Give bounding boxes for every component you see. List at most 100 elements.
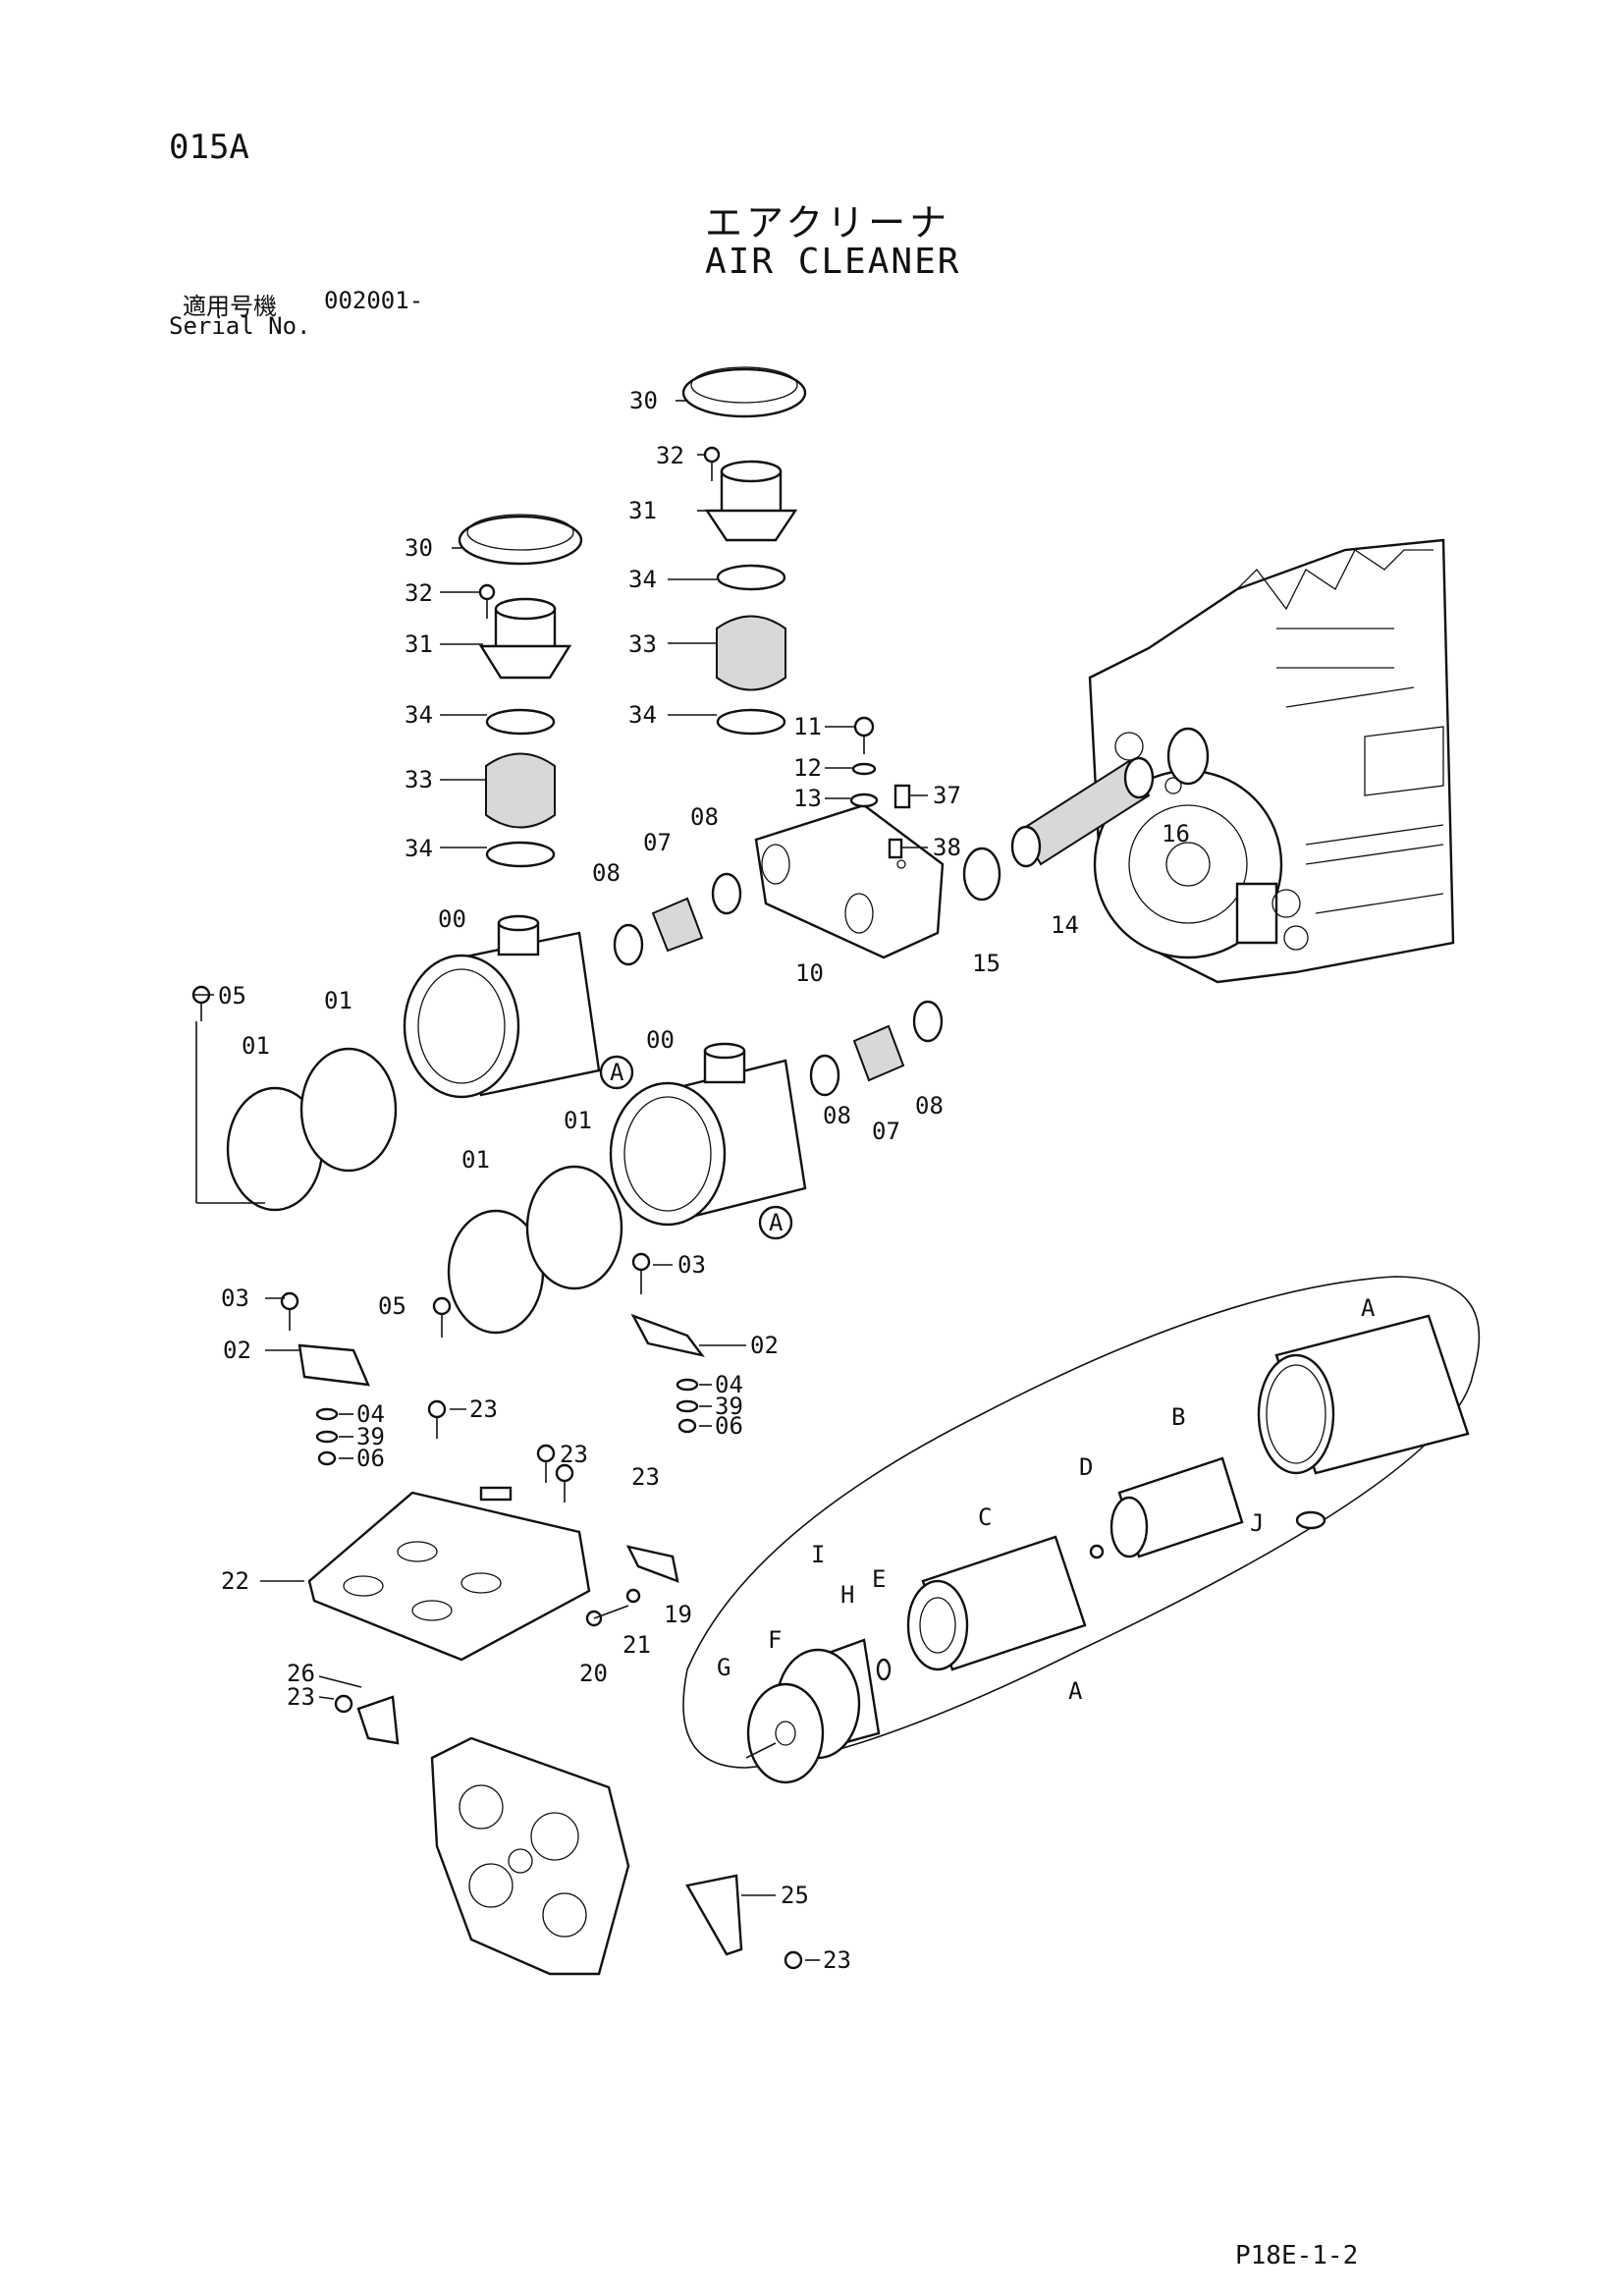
title-japanese: エアクリーナ — [705, 201, 951, 245]
callout-letter-g: G — [717, 1654, 730, 1681]
callout-33-lower: 33 — [405, 766, 433, 793]
callout-30-upper: 30 — [629, 387, 658, 414]
callout-11: 11 — [793, 713, 822, 740]
brackets-02-and-fasteners — [191, 985, 705, 1466]
callout-08-c: 08 — [823, 1102, 851, 1129]
callout-31-lower: 31 — [405, 630, 433, 658]
serial-number-value: 002001- — [324, 287, 424, 314]
callout-04-a: 04 — [356, 1400, 385, 1428]
callout-letter-c: C — [978, 1503, 992, 1531]
callout-07-b: 07 — [872, 1118, 900, 1145]
callout-34-d: 34 — [405, 835, 433, 862]
callout-a-circle-1: A — [610, 1059, 624, 1086]
serial-label-english: Serial No. — [169, 312, 311, 340]
callout-07-a: 07 — [643, 829, 672, 856]
callout-34-b: 34 — [628, 701, 657, 729]
callout-20: 20 — [579, 1660, 608, 1687]
bolt-32-lower — [478, 583, 496, 619]
bolts-23-20-21-bracket-19 — [427, 1399, 679, 1627]
callout-25: 25 — [781, 1882, 809, 1909]
filter-element-exploded-view — [682, 1276, 1481, 1784]
mounting-band-01 — [226, 1047, 623, 1335]
callout-37: 37 — [933, 782, 961, 809]
callout-letter-e: E — [872, 1565, 886, 1593]
callout-letter-j: J — [1250, 1509, 1264, 1537]
callout-01-a: 01 — [242, 1032, 270, 1060]
callout-39-a: 39 — [356, 1423, 385, 1450]
callout-00-upper: 00 — [438, 905, 466, 933]
callout-a-circle-2: A — [769, 1209, 784, 1236]
air-cleaner-housing-00-upper — [403, 914, 601, 1099]
hose-07-and-clamps-08 — [613, 872, 944, 1097]
callout-26: 26 — [287, 1660, 315, 1687]
callout-02-b: 02 — [750, 1332, 779, 1359]
serial-label-japanese: 適用号機 — [183, 293, 277, 320]
callout-39-b: 39 — [715, 1393, 743, 1420]
inlet-elbow-31-upper — [704, 460, 798, 542]
intake-manifold-10 — [754, 803, 945, 959]
callout-08-a: 08 — [690, 803, 719, 831]
hose-clamp-34 — [485, 564, 786, 868]
callout-08-b: 08 — [592, 859, 621, 887]
callout-21: 21 — [622, 1631, 651, 1659]
cap-30-upper — [681, 366, 807, 418]
callout-letter-i: I — [811, 1541, 825, 1568]
base-plate-22 — [307, 1486, 591, 1662]
callout-32-lower: 32 — [405, 579, 433, 607]
callout-23-b: 23 — [560, 1441, 588, 1468]
callout-05-b: 05 — [378, 1292, 406, 1320]
flywheel-housing-with-brackets-25-26 — [334, 1694, 803, 1976]
callout-01-c: 01 — [461, 1146, 490, 1174]
callout-00-lower: 00 — [646, 1026, 675, 1054]
reference-circle-a-1 — [599, 1055, 634, 1090]
callout-30-lower: 30 — [405, 534, 433, 562]
leader-lines — [194, 400, 928, 1961]
callout-33-upper: 33 — [628, 630, 657, 658]
callout-01-b: 01 — [324, 987, 352, 1014]
callout-01-d: 01 — [564, 1107, 592, 1134]
callout-15: 15 — [972, 950, 1001, 977]
bolt-32-upper — [703, 446, 721, 481]
callout-34-a: 34 — [628, 566, 657, 593]
callout-23-e: 23 — [823, 1946, 851, 1974]
page-code: 015A — [169, 128, 249, 167]
callout-16: 16 — [1162, 820, 1190, 847]
callout-38: 38 — [933, 834, 961, 861]
callout-08-d: 08 — [915, 1092, 944, 1120]
page-reference: P18E-1-2 — [1235, 2241, 1359, 2270]
cap-30-lower — [458, 514, 583, 566]
rubber-hose-33 — [485, 615, 786, 829]
callout-06-b: 06 — [715, 1412, 743, 1440]
callout-letter-h: H — [840, 1581, 854, 1609]
intake-hose-14-clamps-15-16 — [962, 727, 1210, 902]
callout-letter-b: B — [1171, 1403, 1185, 1431]
callout-32-upper: 32 — [656, 442, 684, 469]
engine-block-illustration — [1088, 538, 1455, 984]
reference-circle-a-2 — [758, 1205, 793, 1240]
callout-letter-a-bottom: A — [1068, 1677, 1083, 1705]
air-cleaner-housing-00-lower — [609, 1042, 807, 1227]
callout-letter-a-top: A — [1361, 1294, 1376, 1322]
callout-labels: 30 32 31 34 33 34 30 32 31 34 33 34 11 1… — [218, 387, 1376, 1974]
callout-03-a: 03 — [221, 1285, 249, 1312]
callout-34-c: 34 — [405, 701, 433, 729]
callout-04-b: 04 — [715, 1371, 743, 1398]
callout-letter-f: F — [768, 1626, 782, 1654]
callout-14: 14 — [1051, 911, 1079, 939]
callout-letter-d: D — [1079, 1453, 1093, 1481]
callout-23-d: 23 — [287, 1683, 315, 1711]
callout-05-a: 05 — [218, 982, 246, 1010]
callout-23-c: 23 — [631, 1463, 660, 1491]
callout-12: 12 — [793, 754, 822, 782]
inlet-elbow-31-lower — [478, 597, 572, 680]
callout-13: 13 — [793, 785, 822, 812]
fittings-11-12-13-37-38 — [849, 716, 911, 859]
callout-10: 10 — [795, 959, 824, 987]
title-english: AIR CLEANER — [705, 242, 961, 282]
callout-06-a: 06 — [356, 1445, 385, 1472]
callout-03-b: 03 — [677, 1251, 706, 1279]
callout-22: 22 — [221, 1567, 249, 1595]
callout-02-a: 02 — [223, 1337, 251, 1364]
callout-23-a: 23 — [469, 1395, 498, 1423]
callout-19: 19 — [664, 1601, 692, 1628]
